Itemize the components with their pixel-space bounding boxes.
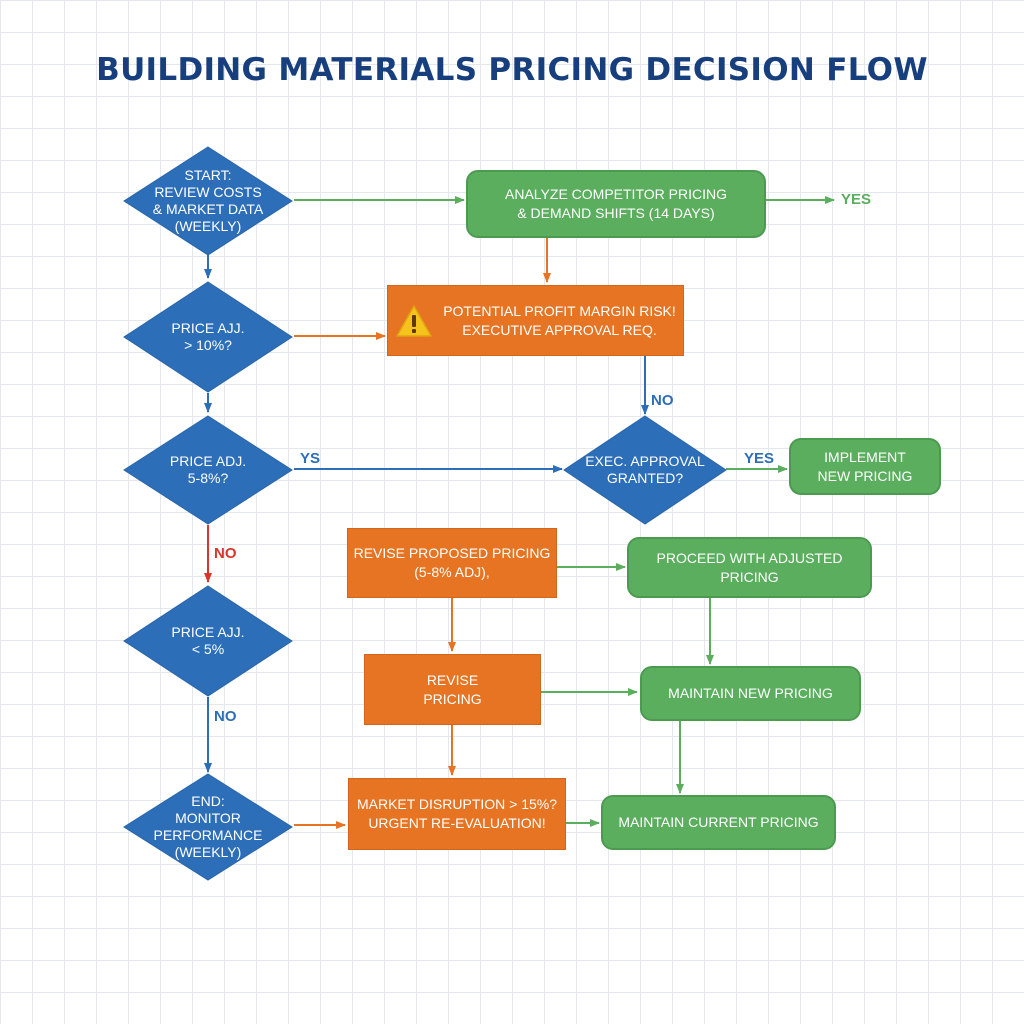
label-no-red: NO <box>214 545 237 562</box>
box-proceed-adjusted: PROCEED WITH ADJUSTED PRICING <box>627 537 872 598</box>
adj-lt5-line-2: < 5% <box>191 641 225 657</box>
risk-line-2: EXECUTIVE APPROVAL REQ. <box>462 321 657 338</box>
disruption-line-1: MARKET DISRUPTION > 15%? <box>356 796 558 812</box>
adj-58-line-2: 5-8%? <box>187 470 229 486</box>
risk-line-1: POTENTIAL PROFIT MARGIN RISK! <box>443 302 676 319</box>
decision-exec-approval: EXEC. APPROVAL GRANTED? <box>562 414 728 526</box>
analyze-line-1: ANALYZE COMPETITOR PRICING <box>505 186 727 202</box>
analyze-line-2: & DEMAND SHIFTS (14 DAYS) <box>517 205 715 221</box>
end-line-1: END: <box>191 793 225 809</box>
box-revise-pricing: REVISE PRICING <box>364 654 541 725</box>
start-line-4: (WEEKLY) <box>174 218 242 234</box>
adj-gt10-line-2: > 10%? <box>184 337 232 353</box>
adj-lt5-line-1: PRICE AJJ. <box>171 624 245 640</box>
maintain-new-line-1: MAINTAIN NEW PRICING <box>668 685 833 701</box>
proceed-line-1: PROCEED WITH ADJUSTED <box>656 549 843 566</box>
box-profit-margin-risk: POTENTIAL PROFIT MARGIN RISK! EXECUTIVE … <box>387 285 684 356</box>
label-ys-mid: YS <box>300 450 320 467</box>
warning-icon <box>396 304 432 337</box>
adj-gt10-line-1: PRICE AJJ. <box>171 320 245 336</box>
end-line-3: PERFORMANCE <box>153 827 263 843</box>
exec-line-2: GRANTED? <box>606 470 684 486</box>
label-no-bottom: NO <box>214 708 237 725</box>
label-no-risk: NO <box>651 392 674 409</box>
revise-line-2: PRICING <box>423 690 482 707</box>
start-line-2: REVIEW COSTS <box>154 184 262 200</box>
box-maintain-new-pricing: MAINTAIN NEW PRICING <box>640 666 861 721</box>
start-line-3: & MARKET DATA <box>152 201 264 217</box>
start-line-1: START: <box>184 167 232 183</box>
implement-line-2: NEW PRICING <box>817 467 913 484</box>
disruption-line-2: URGENT RE-EVALUATION! <box>368 815 546 831</box>
revise-line-1: REVISE <box>426 671 479 688</box>
decision-price-adj-gt10: PRICE AJJ. > 10%? <box>122 280 294 394</box>
box-market-disruption: MARKET DISRUPTION > 15%? URGENT RE-EVALU… <box>348 778 566 850</box>
revise-proposed-line-1: REVISE PROPOSED PRICING <box>353 545 551 561</box>
exec-line-1: EXEC. APPROVAL <box>585 453 705 469</box>
proceed-line-2: PRICING <box>720 568 779 585</box>
diagram-title: BUILDING MATERIALS PRICING DECISION FLOW <box>96 52 928 88</box>
decision-start: START: REVIEW COSTS & MARKET DATA (WEEKL… <box>122 145 294 257</box>
implement-line-1: IMPLEMENT <box>824 448 906 465</box>
box-maintain-current-pricing: MAINTAIN CURRENT PRICING <box>601 795 836 850</box>
decision-end: END: MONITOR PERFORMANCE (WEEKLY) <box>122 772 294 882</box>
maintain-current-line-1: MAINTAIN CURRENT PRICING <box>618 814 819 830</box>
decision-price-adj-5-8: PRICE ADJ. 5-8%? <box>122 414 294 526</box>
adj-58-line-1: PRICE ADJ. <box>169 453 247 469</box>
box-analyze-competitor: ANALYZE COMPETITOR PRICING & DEMAND SHIF… <box>466 170 766 238</box>
box-revise-proposed-pricing: REVISE PROPOSED PRICING (5-8% ADJ), <box>347 528 557 598</box>
decision-price-adj-lt5: PRICE AJJ. < 5% <box>122 584 294 698</box>
box-implement-new-pricing: IMPLEMENT NEW PRICING <box>789 438 941 495</box>
end-line-4: (WEEKLY) <box>174 844 242 860</box>
end-line-2: MONITOR <box>175 810 241 826</box>
label-yes-top: YES <box>841 191 871 208</box>
label-yes-exec: YES <box>744 450 774 467</box>
revise-proposed-line-2: (5-8% ADJ), <box>414 564 490 580</box>
